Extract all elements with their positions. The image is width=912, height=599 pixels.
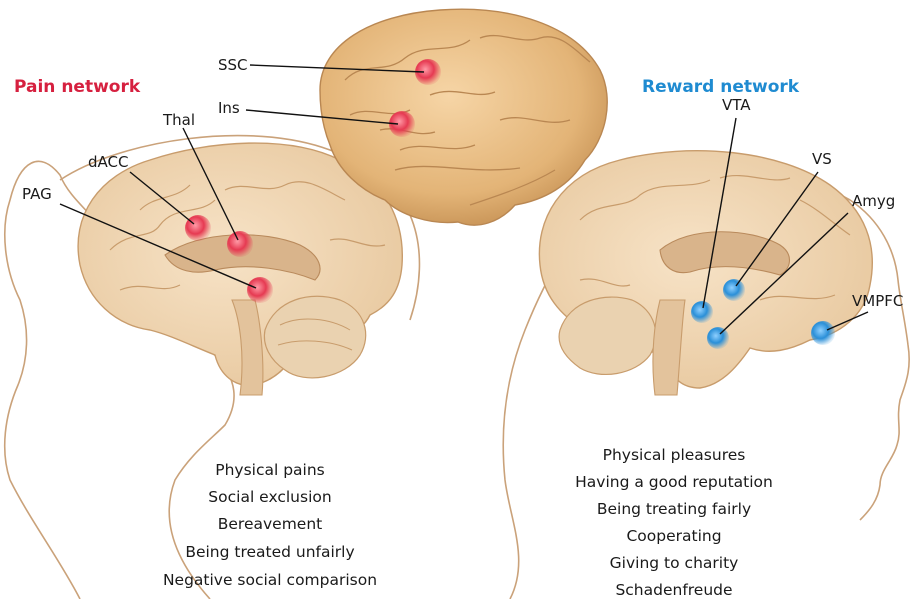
ssc-label: SSC [218,56,248,74]
vta-label: VTA [722,96,751,114]
reward-item-1: Physical pleasures [603,446,746,464]
pain-item-1: Physical pains [215,461,325,479]
reward-item-2: Having a good reputation [575,473,773,491]
reward-item-5: Giving to charity [610,554,739,572]
pag-dot [247,277,273,303]
vta-dot [691,301,713,323]
vmpfc-dot [811,321,835,345]
pain-item-2: Social exclusion [208,488,331,506]
pain-item-4: Being treated unfairly [185,543,354,561]
ins-label: Ins [218,99,240,117]
pain-network-title: Pain network [14,77,141,97]
dacc-dot [185,215,211,241]
reward-item-3: Being treating fairly [597,500,751,518]
vmpfc-label: VMPFC [852,292,903,310]
vs-label: VS [812,150,832,168]
reward-network-title: Reward network [642,77,800,97]
pain-item-3: Bereavement [218,515,322,533]
amyg-dot [707,327,729,349]
reward-item-6: Schadenfreude [615,581,732,599]
thal-label: Thal [162,111,195,129]
vs-dot [723,279,745,301]
left-cerebellum [264,296,365,378]
dacc-label: dACC [88,153,128,171]
pain-item-5: Negative social comparison [163,571,377,589]
right-sagittal-brain [539,151,872,395]
thal-dot [227,231,253,257]
reward-item-4: Cooperating [626,527,721,545]
pag-label: PAG [22,185,52,203]
amyg-label: Amyg [852,192,895,210]
